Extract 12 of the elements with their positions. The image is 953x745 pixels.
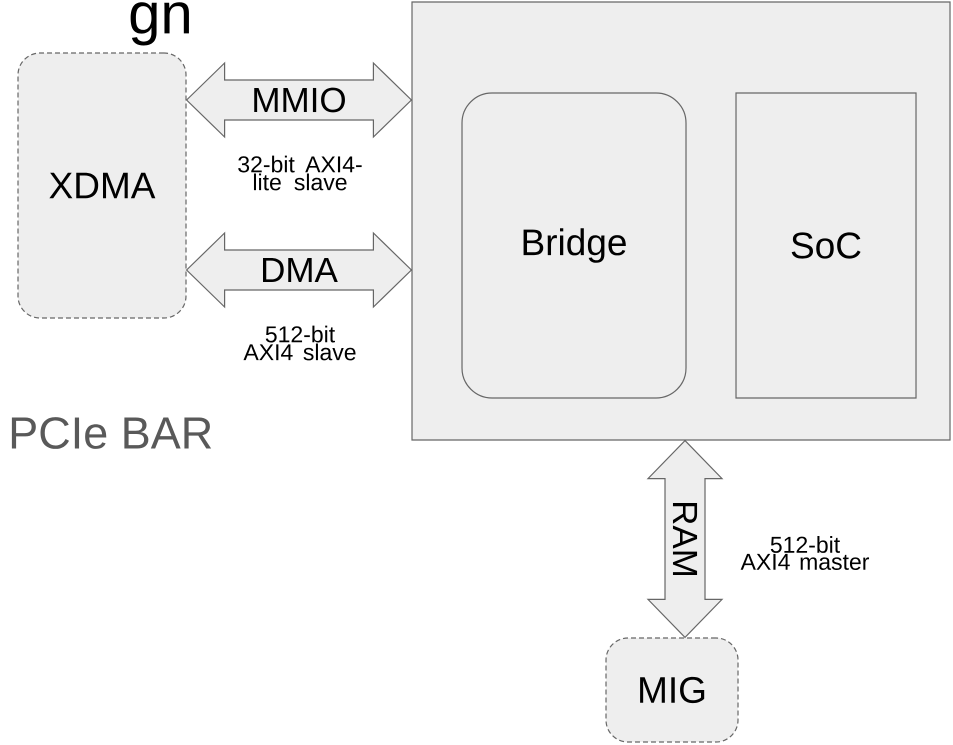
bus-label: 512-bit AXI4 master bbox=[740, 536, 870, 570]
bus-label: 512-bit AXI4 slave bbox=[243, 326, 356, 360]
edge-label: RAM bbox=[672, 499, 698, 579]
edge-label: MMIO bbox=[250, 86, 348, 114]
text-line: PCIe BAR bbox=[12, 417, 212, 449]
bus-label: 32-bit AXI4-lite slave bbox=[238, 156, 362, 190]
block: SoC bbox=[735, 92, 917, 399]
dashed-block: MIG bbox=[605, 637, 739, 743]
rounded-block: Bridge bbox=[461, 92, 687, 399]
dashed-block: XDMA bbox=[17, 52, 187, 319]
title: gn bbox=[130, 2, 189, 46]
edge-label: DMA bbox=[259, 256, 339, 284]
